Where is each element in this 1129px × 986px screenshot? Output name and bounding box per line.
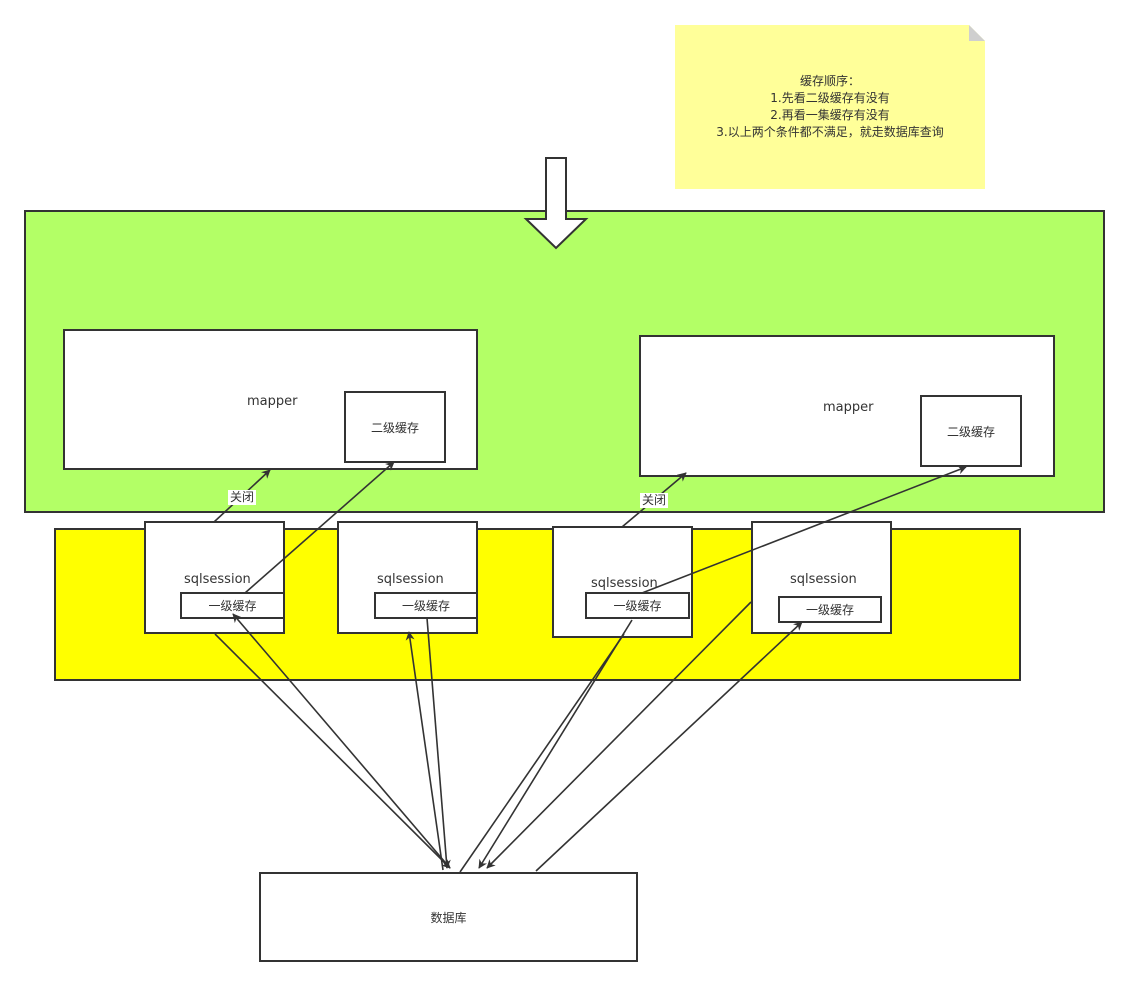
sqlsession-label-3: sqlsession	[591, 576, 658, 591]
database-box: 数据库	[259, 872, 638, 962]
second-level-cache-2: 二级缓存	[920, 395, 1022, 467]
mapper-label-2: mapper	[823, 400, 874, 415]
first-level-cache-2: 一级缓存	[374, 592, 478, 619]
close-label-2: 关闭	[640, 493, 669, 508]
first-level-cache-1: 一级缓存	[180, 592, 285, 619]
first-level-cache-3: 一级缓存	[585, 592, 690, 619]
note-line-1: 缓存顺序：	[799, 74, 860, 88]
note-text: 缓存顺序： 1.先看二级缓存有没有 2.再看一集缓存有没有 3.以上两个条件都不…	[716, 73, 943, 141]
sticky-note: 缓存顺序： 1.先看二级缓存有没有 2.再看一集缓存有没有 3.以上两个条件都不…	[675, 25, 985, 189]
mapper-label-1: mapper	[247, 394, 298, 409]
first-level-cache-label-1: 一级缓存	[208, 599, 257, 613]
sqlsession-label-1: sqlsession	[184, 572, 251, 587]
note-line-4: 3.以上两个条件都不满足，就走数据库查询	[716, 125, 944, 139]
sqlsession-label-4: sqlsession	[790, 572, 857, 587]
first-level-cache-label-2: 一级缓存	[401, 599, 450, 613]
first-level-cache-label-4: 一级缓存	[805, 603, 854, 617]
second-level-cache-1: 二级缓存	[344, 391, 446, 463]
first-level-cache-4: 一级缓存	[778, 596, 882, 623]
note-line-3: 2.再看一集缓存有没有	[770, 108, 890, 122]
sqlsession-label-2: sqlsession	[377, 572, 444, 587]
note-line-2: 1.先看二级缓存有没有	[770, 91, 890, 105]
first-level-cache-label-3: 一级缓存	[613, 599, 662, 613]
database-label: 数据库	[430, 910, 467, 925]
close-label-1: 关闭	[228, 490, 257, 505]
second-level-cache-label-1: 二级缓存	[370, 420, 419, 435]
note-fold-corner	[969, 25, 985, 41]
second-level-cache-label-2: 二级缓存	[946, 424, 995, 439]
